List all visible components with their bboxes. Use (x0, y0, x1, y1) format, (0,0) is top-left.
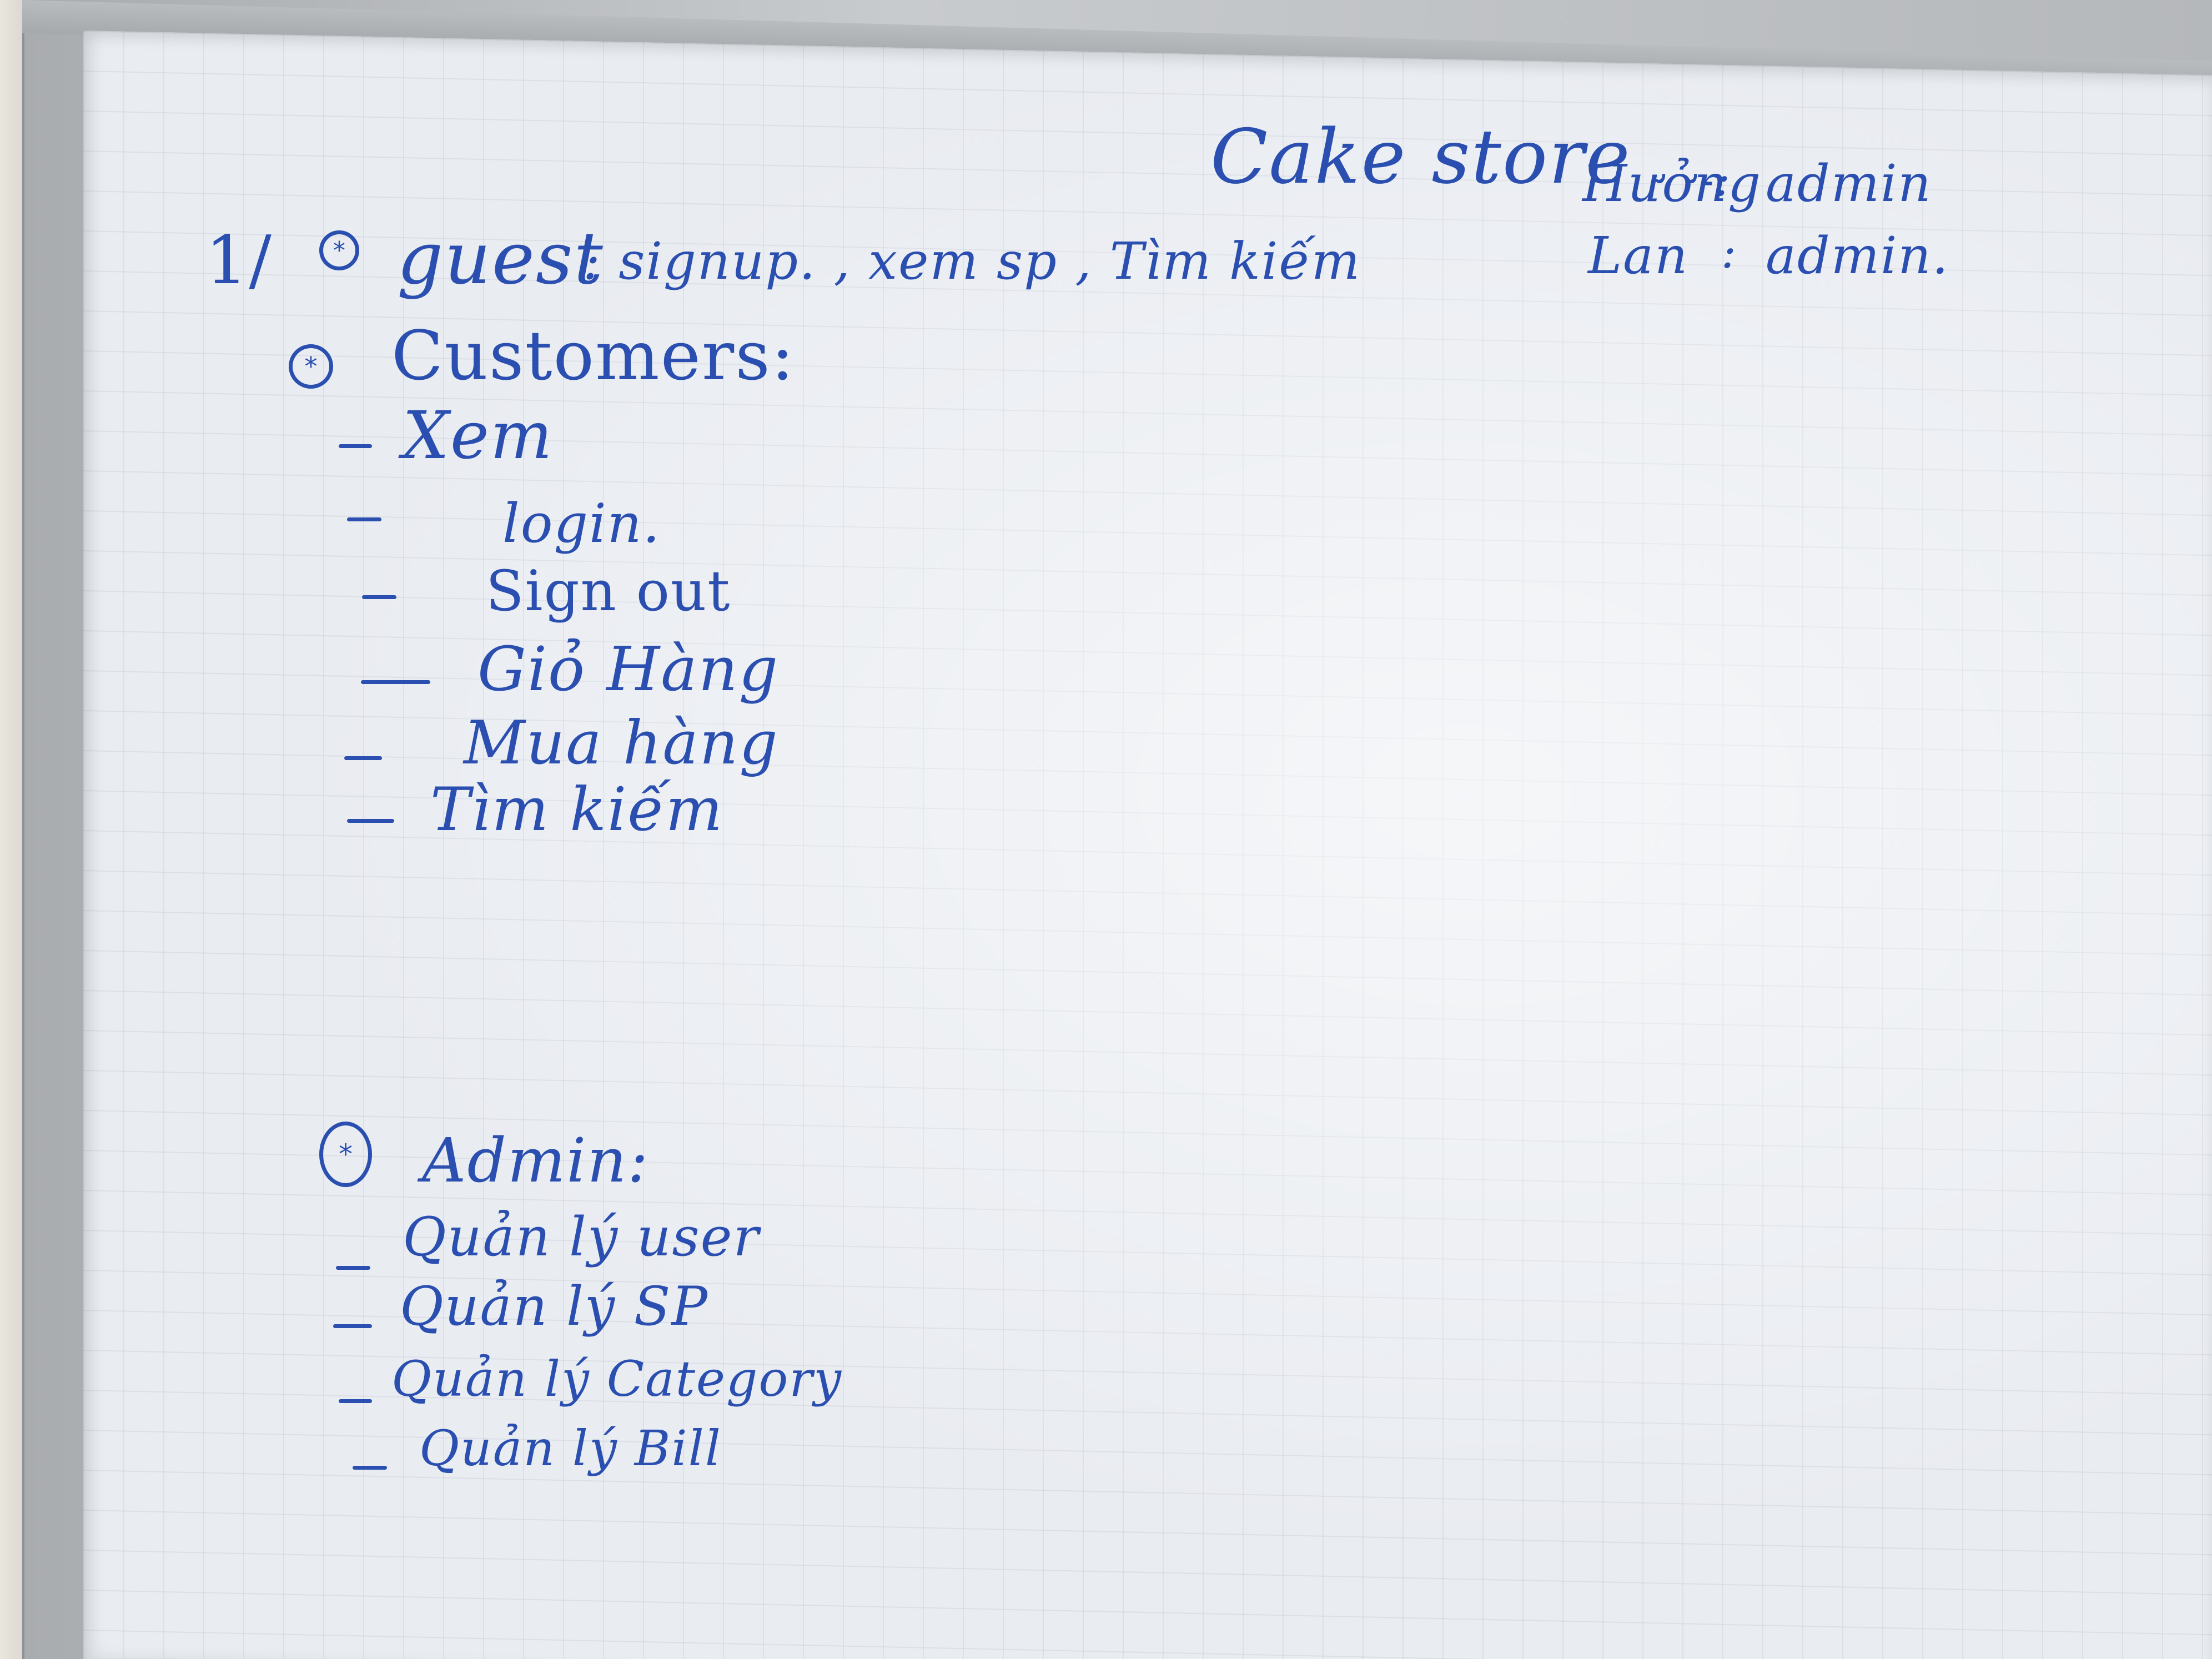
board-title: Cake store (1210, 113, 1631, 200)
admin-item: Quản lý Category (391, 1350, 843, 1407)
list-dash (344, 756, 382, 760)
assignment-sep: : (1721, 227, 1737, 278)
list-dash (347, 819, 394, 823)
assignment-name: Hưởng (1582, 154, 1762, 213)
list-dash (347, 517, 381, 521)
admin-label: Admin: (422, 1125, 650, 1196)
list-dash (336, 1266, 370, 1270)
admin-marker: * (339, 1138, 353, 1170)
guest-marker: * (333, 236, 345, 265)
guest-marker-circle: * (319, 230, 359, 270)
assignment-name: Lan (1588, 226, 1689, 285)
customer-item: login. (502, 492, 661, 555)
list-dash (339, 1399, 372, 1403)
admin-marker-circle: * (319, 1122, 372, 1187)
customer-item: Xem (403, 397, 554, 474)
customer-item: Tìm kiếm (430, 775, 724, 844)
list-dash (353, 1466, 387, 1470)
customer-marker-circle: * (289, 344, 333, 389)
list-dash (362, 595, 396, 599)
assignment-role: admin (1766, 154, 1932, 213)
admin-item: Quản lý Bill (419, 1420, 722, 1477)
customer-marker: * (304, 351, 318, 381)
guest-label: guest (397, 216, 604, 300)
admin-item: Quản lý user (403, 1206, 760, 1268)
admin-item: Quản lý SP (400, 1275, 708, 1338)
customer-item: Sign out (486, 559, 731, 624)
assignment-role: admin. (1766, 226, 1949, 285)
list-dash (361, 680, 430, 684)
customer-item: Giỏ Hàng (477, 634, 780, 705)
list-dash (333, 1324, 372, 1328)
guest-description: : signup. , xem sp , Tìm kiếm (583, 232, 1361, 291)
customer-item: Mua hàng (464, 708, 779, 778)
section-number: 1/ (205, 222, 273, 299)
assignment-sep: -: (1699, 154, 1731, 206)
customer-label: Customers: (391, 316, 795, 395)
list-dash (339, 444, 372, 448)
